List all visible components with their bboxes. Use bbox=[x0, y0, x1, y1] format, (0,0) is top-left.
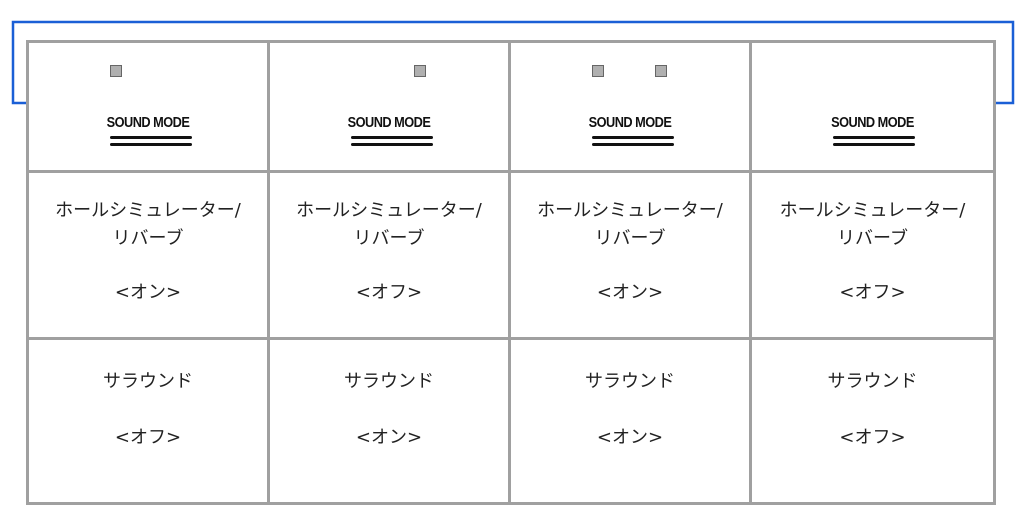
hall-reverb-cell-1: ホールシミュレーター/リバーブ <オン> bbox=[29, 173, 270, 340]
indicator-lamp-right bbox=[414, 65, 426, 77]
indicator-lamp-left bbox=[592, 65, 604, 77]
surround-value: <オフ> bbox=[114, 427, 182, 448]
hall-reverb-name: ホールシミュレーター/リバーブ bbox=[779, 200, 966, 249]
indicator-lamp-right bbox=[655, 65, 667, 77]
hall-reverb-cell-4: ホールシミュレーター/リバーブ <オフ> bbox=[752, 173, 993, 340]
surround-value: <オン> bbox=[596, 427, 664, 448]
surround-cell-4: サラウンド <オフ> bbox=[752, 340, 993, 502]
indicator-panel-4: SOUND MODE bbox=[752, 43, 993, 173]
surround-cell-3: サラウンド <オン> bbox=[511, 340, 752, 502]
hall-reverb-cell-3: ホールシミュレーター/リバーブ <オン> bbox=[511, 173, 752, 340]
hall-reverb-value: <オン> bbox=[114, 282, 182, 303]
indicator-panel-3: SOUND MODE bbox=[511, 43, 752, 173]
hall-reverb-cell-2: ホールシミュレーター/リバーブ <オフ> bbox=[270, 173, 511, 340]
surround-value: <オフ> bbox=[839, 427, 906, 448]
sound-mode-label: SOUND MODE bbox=[831, 115, 914, 131]
surround-name: サラウンド bbox=[344, 371, 434, 392]
surround-name: サラウンド bbox=[585, 371, 675, 392]
sound-mode-underline bbox=[592, 136, 674, 150]
sound-mode-underline bbox=[110, 136, 192, 150]
sound-mode-table: SOUND MODE SOUND MODE SOUND MODE SOUND M… bbox=[26, 40, 996, 505]
sound-mode-underline bbox=[351, 136, 433, 150]
sound-mode-label: SOUND MODE bbox=[588, 115, 672, 131]
hall-reverb-value: <オフ> bbox=[355, 282, 423, 303]
indicator-panel-2: SOUND MODE bbox=[270, 43, 511, 173]
hall-reverb-value: <オン> bbox=[596, 282, 664, 303]
hall-reverb-name: ホールシミュレーター/リバーブ bbox=[55, 200, 241, 249]
sound-mode-label: SOUND MODE bbox=[347, 115, 431, 131]
surround-cell-2: サラウンド <オン> bbox=[270, 340, 511, 502]
surround-cell-1: サラウンド <オフ> bbox=[29, 340, 270, 502]
indicator-panel-1: SOUND MODE bbox=[29, 43, 270, 173]
surround-name: サラウンド bbox=[103, 371, 193, 392]
hall-reverb-name: ホールシミュレーター/リバーブ bbox=[537, 200, 723, 249]
sound-mode-label: SOUND MODE bbox=[106, 115, 190, 131]
surround-value: <オン> bbox=[355, 427, 423, 448]
surround-name: サラウンド bbox=[827, 371, 918, 392]
hall-reverb-name: ホールシミュレーター/リバーブ bbox=[296, 200, 482, 249]
hall-reverb-value: <オフ> bbox=[839, 282, 906, 303]
sound-mode-underline bbox=[833, 136, 915, 150]
indicator-lamp-left bbox=[110, 65, 122, 77]
